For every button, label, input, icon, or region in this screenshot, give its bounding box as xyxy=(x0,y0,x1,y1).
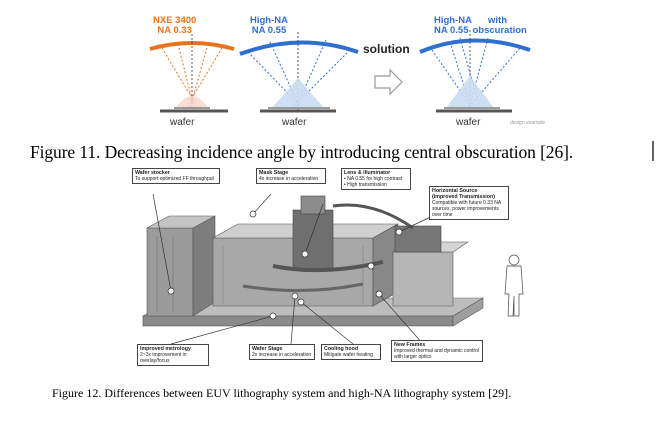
callout-wafer-stage-text: 2x increase in acceleration xyxy=(252,352,312,358)
design-example-note: design example xyxy=(510,120,546,126)
panel-nxe-diagram xyxy=(149,34,235,113)
panel-highna-line2: NA 0.55 xyxy=(251,25,287,36)
callout-horizontal-source-text: Compatible with future 0.33 NA sources, … xyxy=(432,200,501,218)
callout-lens-item: NA 0.55 for high contrast xyxy=(344,176,408,182)
callout-cooling-hood-text: Mitigate wafer heating xyxy=(324,352,373,358)
callout-wafer-stocker-text: To support optimized FF throughput xyxy=(135,176,214,182)
figure-11-caption: Figure 11. Decreasing incidence angle by… xyxy=(30,142,574,162)
callout-horizontal-source-subtitle: (improved Transmission) xyxy=(432,194,495,200)
solution-arrow xyxy=(374,68,403,96)
panel-highna-label: High-NA NA 0.55 xyxy=(250,16,288,36)
text-cursor-bar xyxy=(652,141,654,161)
solution-label: solution xyxy=(363,42,410,56)
panel-obscuration-diagram xyxy=(419,30,531,113)
callout-metrology-text: 2~3x improvement in overlay/focus xyxy=(140,352,187,364)
callout-lens-illuminator: Lens & illuminator NA 0.55 for high cont… xyxy=(341,168,411,190)
callout-new-frames-title: New Frames xyxy=(394,342,426,348)
panel-nxe-label: NXE 3400 NA 0.33 xyxy=(153,16,196,36)
callout-mask-stage-title: Mask Stage xyxy=(259,170,289,176)
panel-highna-diagram xyxy=(239,32,359,113)
panel-nxe-line2: NA 0.33 xyxy=(157,25,192,36)
panel-obscuration-line1a: High-NA xyxy=(434,15,472,26)
wafer-label-1: wafer xyxy=(170,117,195,128)
wafer-label-3: wafer xyxy=(456,117,481,128)
figure-11: NXE 3400 NA 0.33 High-NA NA 0.55 solutio… xyxy=(120,4,550,142)
wafer-label-2: wafer xyxy=(282,117,307,128)
callout-cooling-hood: Cooling hood Mitigate wafer heating xyxy=(321,344,381,360)
panel-obscuration-line1b: with xyxy=(488,15,507,26)
callout-metrology-title: Improved metrology xyxy=(140,346,191,352)
callout-wafer-stocker-title: Wafer stocker xyxy=(135,170,170,176)
panel-obscuration-line2a: NA 0.55 xyxy=(434,25,469,36)
callout-wafer-stage-title: Wafer Stage xyxy=(252,346,283,352)
callout-new-frames-text: Improved thermal and dynamic control wit… xyxy=(394,348,480,360)
lithography-machine-illustration xyxy=(141,193,524,345)
figure-11-diagram xyxy=(149,30,531,113)
callout-new-frames: New Frames Improved thermal and dynamic … xyxy=(391,340,483,362)
callout-mask-stage-text: 4x increase in acceleration xyxy=(259,176,319,182)
panel-highna-line1: High-NA xyxy=(250,15,288,26)
callout-wafer-stocker: Wafer stocker To support optimized FF th… xyxy=(132,168,220,184)
figure-12: Wafer stocker To support optimized FF th… xyxy=(123,166,543,377)
callout-horizontal-source-title: Horizontal Source xyxy=(432,188,478,194)
callout-wafer-stage: Wafer Stage 2x increase in acceleration xyxy=(249,344,315,360)
panel-obscuration-line2b: obscuration xyxy=(472,25,527,36)
callout-lens-title: Lens & illuminator xyxy=(344,170,391,176)
callout-improved-metrology: Improved metrology 2~3x improvement in o… xyxy=(137,344,209,366)
panel-nxe-line1: NXE 3400 xyxy=(153,15,197,26)
callout-horizontal-source: Horizontal Source (improved Transmission… xyxy=(429,186,509,220)
figure-12-caption: Figure 12. Differences between EUV litho… xyxy=(52,386,512,400)
callout-cooling-hood-title: Cooling hood xyxy=(324,346,359,352)
person-figure xyxy=(504,254,524,317)
callout-mask-stage: Mask Stage 4x increase in acceleration xyxy=(256,168,326,184)
callout-lens-item: High transmission xyxy=(344,182,408,188)
